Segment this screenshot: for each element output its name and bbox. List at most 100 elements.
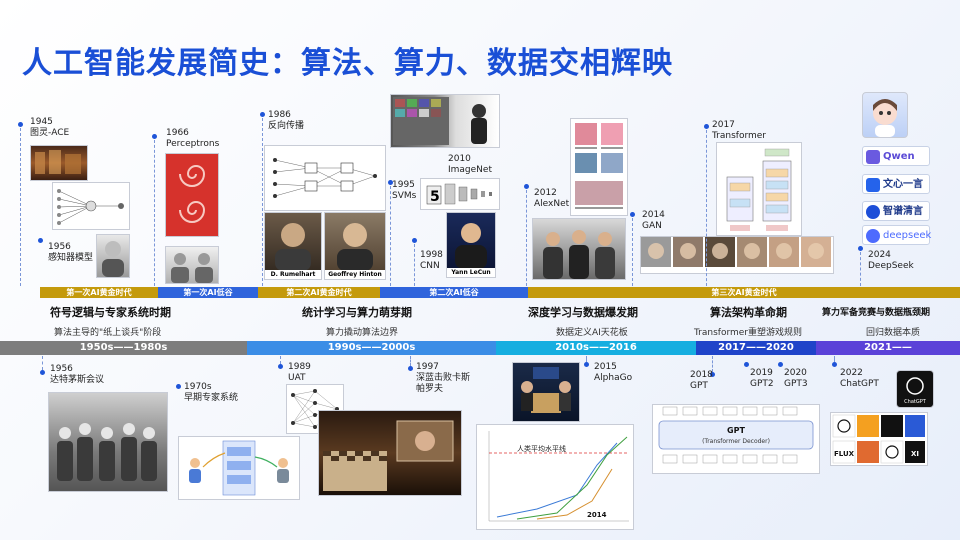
timeline-dot [704,124,709,129]
ai-product-logo-grid: FLUX XI [830,412,928,466]
qwen-avatar [862,92,908,138]
event-name: 早期专家系统 [184,393,238,404]
band-first-golden-age: 第一次AI黄金时代 [40,287,158,298]
timeline-connector [632,218,633,286]
spiral-drawing [166,154,218,236]
event-year: 2017 [712,120,766,131]
era-subtitle: 回归数据本质 [866,325,920,338]
event-name: 图灵-ACE [30,128,69,139]
timeline-dot [408,366,413,371]
event-year: 2015 [594,362,632,373]
timeline-dot [744,362,749,367]
event-name: 深蓝击败卡斯 [416,373,470,384]
era-period-bar: 1990s——2000s [247,341,496,355]
transformer-architecture-diagram [716,142,802,236]
event-name: Perceptrons [166,139,219,150]
event-year: 2012 [534,188,569,199]
event-name: GPT3 [784,379,808,390]
benchmark-chart-drawing: 人类平均水平线 2014 [477,425,633,529]
event-year: 1997 [416,362,470,373]
chatgpt-badge-drawing: ChatGPT [897,371,933,407]
zhipu-logo: 智谱清言 [862,201,930,221]
ace-computer-photo [30,145,88,181]
timeline-connector [280,356,281,364]
portrait-drawing [97,235,129,277]
imagenet-drawing [391,95,499,147]
expert-system-diagram [178,436,300,500]
event-2020: 2020 GPT3 [784,368,808,390]
timeline-dot [278,364,283,369]
event-year: 1986 [268,110,304,121]
event-name: 反向传播 [268,121,304,132]
digit-label: 5 [430,189,440,205]
event-name: 达特茅斯会议 [50,375,104,386]
event-1966: 1966 Perceptrons [166,128,219,150]
band-second-winter: 第二次AI低谷 [380,287,528,298]
gan-faces-drawing [641,237,833,273]
event-year: 1989 [288,362,311,373]
event-name: UAT [288,373,311,384]
timeline-dot [260,112,265,117]
transformer-drawing [717,143,801,235]
event-name: GAN [642,221,665,232]
benchmark-progress-chart: 人类平均水平线 2014 [476,424,634,530]
gpt-title: GPT [727,426,745,435]
event-name: AlphaGo [594,373,632,384]
timeline-dot [630,212,635,217]
gan-faces-strip [640,236,834,274]
event-year: 1956 [50,364,104,375]
chatgpt-badge: ChatGPT [896,370,934,408]
portrait-drawing [325,213,385,271]
timeline-dot [524,184,529,189]
event-1945: 1945 图灵-ACE [30,117,69,139]
gpt-decoder-diagram: GPT (Transformer Decoder) [652,404,820,474]
event-name-line2: 帕罗夫 [416,384,470,395]
logo-label: 智谱清言 [883,206,923,217]
event-1986: 1986 反向传播 [268,110,304,132]
era-subtitle: 数据定义AI天花板 [556,325,628,338]
era-subtitle: Transformer重塑游戏规则 [694,325,802,338]
timeline-dot [18,122,23,127]
imagenet-collage [390,94,500,148]
wenxin-icon [866,178,880,192]
timeline-connector [706,130,707,286]
go-match-drawing [513,363,579,421]
alexnet-team-photo [532,218,626,280]
event-year: 2019 [750,368,774,379]
timeline-dot [858,246,863,251]
timeline-dot [412,238,417,243]
event-name: CNN [420,261,443,272]
timeline-connector [414,244,415,286]
portrait-drawing [265,213,321,271]
hinton-photo: Geoffrey Hinton [324,212,386,280]
photo-caption: Yann LeCun [447,268,495,277]
timeline-dot [152,134,157,139]
band-first-winter: 第一次AI低谷 [158,287,258,298]
flux-label: FLUX [834,450,855,458]
timeline-dot [778,362,783,367]
era-subtitle: 算法主导的"纸上谈兵"阶段 [54,325,161,338]
page-title: 人工智能发展简史：算法、算力、数据交相辉映 [22,38,673,82]
deep-blue-match-photo [318,410,462,496]
timeline-connector [834,356,835,362]
band-second-golden-age: 第二次AI黄金时代 [258,287,380,298]
timeline-dot [176,384,181,389]
logo-label: Qwen [883,151,915,162]
event-year: 2022 [840,368,879,379]
xi-label: XI [911,450,919,458]
photo-caption: Geoffrey Hinton [325,270,385,279]
timeline-connector [860,252,861,286]
logo-label: 文心一言 [883,179,923,190]
expert-system-drawing [179,437,299,499]
era-title: 符号逻辑与专家系统时期 [50,304,171,320]
zhipu-icon [866,205,880,219]
backprop-network-drawing [265,146,385,210]
timeline-connector [154,140,155,286]
group-photo-drawing [49,393,167,491]
wenxin-logo: 文心一言 [862,174,930,194]
event-name: 感知器模型 [48,253,93,264]
event-2017: 2017 Transformer [712,120,766,142]
event-year: 1966 [166,128,219,139]
era-period-bar: 2010s——2016 [496,341,696,355]
event-name: AlexNet [534,199,569,210]
